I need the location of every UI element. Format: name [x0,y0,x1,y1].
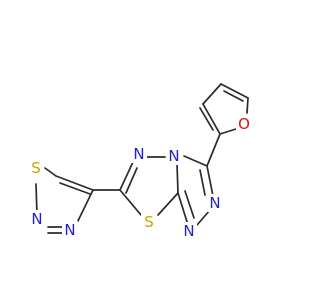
label-background [236,115,252,133]
atom-s-core: S [141,213,157,231]
bond-furanc5-o [246,97,249,114]
bond-c6-n5-inner [125,167,138,194]
bond-o-furanc2 [219,128,237,135]
bond-n-s [35,183,38,216]
atom-label: S [144,213,154,231]
atom-n-triazole-top: N [207,194,223,212]
bond-c6-n5 [119,161,134,191]
bond-c4-n [75,189,94,226]
label-background [166,147,182,165]
structure-canvas: S N N N N S N N [28,83,252,240]
bond-n4-c3 [183,155,208,167]
bond-n1-c8a-inner [184,190,195,219]
atom-label: N [64,221,75,239]
bond-n2-n1 [196,209,211,226]
bond-n4-c8a [176,163,179,194]
bonds [35,83,249,234]
bond-c8a-s [157,192,179,216]
label-background [28,159,44,177]
label-background [131,145,147,163]
bond-c5-c4-inner [59,182,91,195]
atom-n-thiadiazole-top: N [29,210,45,228]
bond-furanc2-c3 [202,103,221,135]
bond-furanc3-c4 [202,83,222,105]
bond-n1-c8a [177,192,189,226]
bond-furanc2-c3-inner [199,107,214,131]
label-background [29,210,45,228]
atom-label: N [31,210,42,228]
atom-label: N [168,147,179,165]
bond-furanc4-c5 [220,83,249,99]
bond-s-c5 [44,167,57,177]
atom-n-triazole-bottom: N [181,222,197,240]
bond-c5-c4 [55,175,94,191]
atom-label: N [133,145,144,163]
bond-s-c6 [119,189,142,216]
label-background [62,221,78,239]
atom-s-thiadiazole: S [28,159,44,177]
atom-labels: S N N N N S N N [28,115,252,240]
atom-label: N [183,222,194,240]
atom-n-core-left: N [131,145,147,163]
bond-c3-furanc2 [206,133,221,167]
label-background [207,194,223,212]
atom-label: N [209,194,220,212]
atom-o-furan: O [236,115,252,133]
bond-c3-n2 [206,165,214,197]
bond-furanc4-c5-inner [223,90,244,102]
atom-label: S [31,159,41,177]
atom-n-thiadiazole-bottom: N [62,221,78,239]
bond-c3-n2-inner [199,169,206,196]
label-background [181,222,197,240]
atom-n-bridgehead: N [166,147,182,165]
label-background [141,213,157,231]
atom-label: O [238,115,250,133]
molecule-drawing: S N N N N S N N [28,83,252,240]
